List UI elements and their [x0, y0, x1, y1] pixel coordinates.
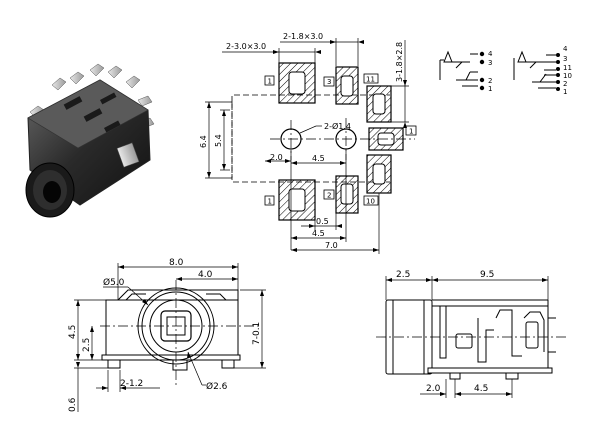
dim-2x18x30: 2-1.8×3.0 — [283, 32, 323, 41]
right-pin-2: 2 — [563, 80, 567, 88]
pad-label-10: 10 — [366, 198, 375, 206]
front-view: 8.0 4.0 Ø5.0 4.5 2.5 7-0.1 Ø2.6 — [68, 258, 266, 412]
dim-4-5: 4.5 — [68, 325, 78, 339]
right-pin-3: 3 — [563, 55, 567, 63]
pad-label-3: 3 — [327, 78, 331, 86]
dim-2-1-2: 2-1.2 — [120, 379, 143, 389]
schematic-left: 4 3 2 1 — [439, 50, 493, 93]
pad-label-11: 11 — [366, 76, 375, 84]
dim-3x18x28: 3-1.8×2.8 — [395, 42, 404, 82]
dim-4-0: 4.0 — [198, 270, 213, 280]
dim-7-0: 7.0 — [325, 241, 338, 250]
right-pin-4: 4 — [563, 45, 568, 53]
footprint-view: 1 3 11 1 1 2 10 2-1.8×3.0 2-3.0×3.0 — [199, 32, 417, 254]
right-pin-10: 10 — [563, 72, 572, 80]
pad-label-1a: 1 — [268, 78, 272, 86]
left-pin-1: 1 — [488, 85, 492, 93]
dim-2x30x30: 2-3.0×3.0 — [226, 42, 266, 51]
dim-0-6: 0.6 — [68, 397, 78, 412]
dim-2-5: 2.5 — [82, 338, 92, 352]
schematic-right: 4 3 11 10 2 1 — [513, 45, 572, 96]
left-pin-2: 2 — [488, 77, 492, 85]
pad-label-1b: 1 — [268, 198, 272, 206]
dim-d5-0: Ø5.0 — [103, 277, 125, 288]
dim-side-9-5: 9.5 — [480, 270, 494, 280]
dim-4-5-bottom: 4.5 — [312, 229, 325, 238]
dim-6-4: 6.4 — [199, 135, 208, 148]
dim-0-5: 0.5 — [316, 217, 329, 226]
right-pin-11: 11 — [563, 64, 572, 72]
dim-8-0: 8.0 — [169, 258, 184, 268]
right-pin-1: 1 — [563, 88, 567, 96]
dim-2-0: 2.0 — [270, 153, 283, 162]
pad-label-1-right: 1 — [409, 128, 413, 136]
dim-side-2-0: 2.0 — [426, 384, 441, 394]
left-pin-3: 3 — [488, 59, 492, 67]
side-view: 2.5 9.5 2.0 4.5 — [376, 270, 566, 398]
dim-hole: 2-Ø1.4 — [324, 121, 351, 131]
dim-side-4-5: 4.5 — [474, 384, 488, 394]
dim-d2-6: Ø2.6 — [206, 381, 228, 392]
dim-4-5-mid: 4.5 — [312, 154, 325, 163]
pad-label-2: 2 — [327, 192, 331, 200]
dim-7-0-1: 7-0.1 — [252, 322, 262, 345]
dim-side-2-5: 2.5 — [396, 270, 410, 280]
product-photo — [25, 63, 155, 218]
dim-5-4: 5.4 — [214, 134, 223, 147]
left-pin-4: 4 — [488, 50, 493, 58]
